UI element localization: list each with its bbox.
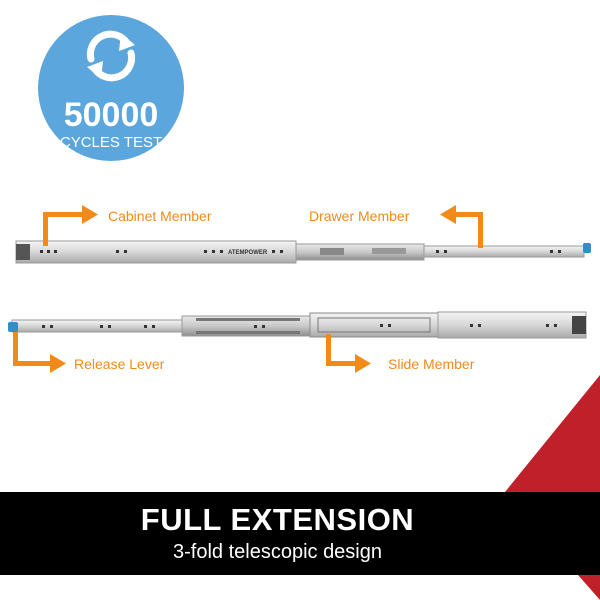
top-slide-rail <box>15 240 591 264</box>
refresh-cycle-icon <box>86 30 136 82</box>
banner-tagline: 3-fold telescopic design <box>172 541 382 563</box>
callout-drawer-member: Drawer Member <box>309 208 410 224</box>
brand-label: ATEMPOWER <box>228 250 268 256</box>
callout-release-lever: Release Lever <box>74 356 165 372</box>
cycles-test-badge: 50000 CYCLES TEST <box>38 15 184 161</box>
cycles-label: CYCLES TEST <box>59 134 163 151</box>
callout-cabinet-member: Cabinet Member <box>108 208 212 224</box>
feature-banner: FULL EXTENSION 3-fold telescopic design <box>0 492 600 575</box>
callout-slide-member: Slide Member <box>388 356 475 372</box>
banner-headline: FULL EXTENSION <box>140 502 415 537</box>
callout-arrows <box>13 205 483 373</box>
bottom-slide-rail <box>8 311 587 339</box>
cycles-count: 50000 <box>63 96 159 134</box>
